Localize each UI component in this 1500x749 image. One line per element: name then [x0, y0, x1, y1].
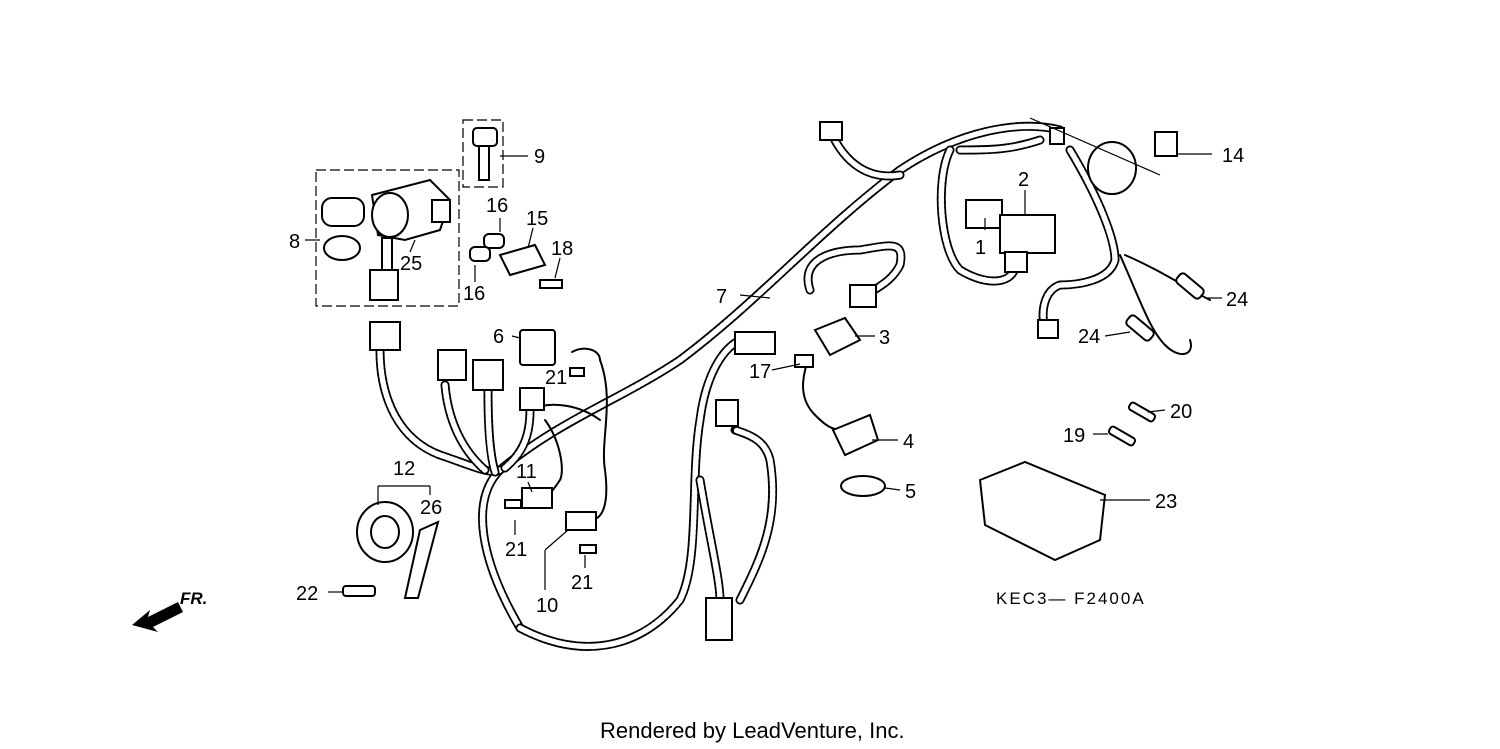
harness-boot: [1087, 141, 1137, 195]
coil-screw: [794, 354, 814, 368]
callout-7: 7: [716, 286, 727, 308]
stop-switches: [504, 367, 597, 554]
callout-26: 25: [400, 253, 422, 275]
callout-22: 22: [296, 583, 318, 605]
connector-d: [519, 387, 545, 411]
callout-16-upper: 16: [486, 195, 508, 217]
connector-b: [437, 349, 467, 381]
credit-line: Rendered by LeadVenture, Inc.: [600, 718, 905, 743]
collar-lower: [469, 246, 491, 262]
callout-8: 8: [289, 231, 300, 253]
mounting-bracket: [498, 243, 547, 277]
connector-f: [734, 331, 776, 355]
callout-11: 11: [516, 461, 537, 483]
battery-cable-negative: [1125, 314, 1155, 342]
callout-21-right: 21: [571, 572, 593, 594]
cap-seal: [840, 475, 886, 497]
horn-bolt: [342, 585, 376, 597]
connector-c: [472, 359, 504, 391]
main-wire-harness: [375, 121, 1120, 651]
key-blade: [478, 145, 490, 181]
key-head: [472, 127, 498, 147]
horn-bracket: [403, 520, 440, 599]
battery-body: [978, 460, 1107, 562]
boot-guide-line: [1029, 117, 1161, 176]
callout-4: 4: [903, 431, 914, 453]
callout-5: 5: [905, 481, 916, 503]
callout-20: 20: [1170, 401, 1192, 423]
battery-cables: [1125, 272, 1205, 342]
ignition-coil: [813, 316, 862, 357]
regulator-connector: [965, 199, 1003, 229]
ignition-switch-dial: [371, 192, 409, 238]
key-group: [462, 119, 504, 188]
callout-19: 19: [1063, 425, 1085, 447]
lock-seal: [323, 235, 361, 261]
screw-a: [504, 499, 522, 509]
key-box: [462, 119, 504, 188]
ground-terminal: [819, 121, 843, 141]
ignition-switch-box: [315, 169, 460, 307]
ignition-switch-group: [315, 169, 460, 307]
front-direction-marker: FR.: [132, 589, 207, 632]
connector-e: [715, 399, 739, 427]
callout-9: 9: [534, 146, 545, 168]
callout-24-upper: 24: [1226, 289, 1248, 311]
lock-cylinder: [321, 197, 365, 227]
stop-switch-rear: [565, 511, 597, 531]
regulator-rectifier: [999, 214, 1056, 254]
relay: [519, 329, 556, 366]
ground-terminal-2: [1037, 319, 1059, 339]
callout-15: 15: [526, 208, 548, 230]
battery: [978, 460, 1107, 562]
callout-labels: 1 2 3 4 5 6 7 8 9 10 11 12 14 15 16 16 1…: [289, 145, 1248, 617]
horn-group: [342, 501, 440, 599]
fuse-a: [1127, 401, 1157, 423]
fuses: [1107, 401, 1157, 447]
harness-connector: [705, 597, 733, 641]
coil-connector: [849, 284, 877, 308]
ignition-switch-connector: [369, 269, 399, 301]
battery-cable-positive: [1175, 272, 1205, 300]
part-code: KEC3— F2400A: [996, 589, 1146, 608]
callout-12: 12: [393, 458, 415, 480]
callout-23: 23: [1155, 491, 1177, 513]
screw-b: [579, 544, 597, 554]
callout-18: 18: [551, 238, 573, 260]
collar-upper: [483, 233, 505, 249]
spark-plug-cap: [831, 413, 880, 457]
callout-14: 14: [1222, 145, 1244, 167]
leader-lines: [305, 153, 1222, 593]
ignition-coil-group: [794, 284, 886, 497]
callout-24-lower: 24: [1078, 326, 1100, 348]
thin-wires: [529, 254, 1211, 521]
horn-center: [370, 515, 400, 549]
bracket-group: [469, 233, 563, 289]
callout-6: 6: [493, 326, 504, 348]
connectors: [369, 121, 1178, 641]
callout-3: 3: [879, 327, 890, 349]
callout-10: 10: [536, 595, 558, 617]
regulator-plug: [1004, 251, 1028, 273]
front-label: FR.: [180, 589, 207, 608]
fuse-b: [1107, 425, 1137, 447]
stop-switch-front: [521, 487, 553, 509]
callout-2: 2: [1018, 169, 1029, 191]
ignition-switch-stem: [381, 237, 393, 275]
callout-16-lower: 16: [463, 283, 485, 305]
ignition-key: [431, 199, 451, 223]
screw-c: [569, 367, 585, 377]
callout-17: 17: [749, 361, 771, 383]
callout-21-relay: 21: [545, 367, 567, 389]
callout-25: 26: [420, 497, 442, 519]
connector-a: [369, 321, 401, 351]
callout-1: 1: [975, 237, 986, 259]
regulator-group: [965, 117, 1161, 273]
bolt: [539, 279, 563, 289]
callout-21-left: 21: [505, 539, 527, 561]
front-arrow-icon: [132, 602, 183, 632]
flasher-relay: [1154, 131, 1178, 157]
